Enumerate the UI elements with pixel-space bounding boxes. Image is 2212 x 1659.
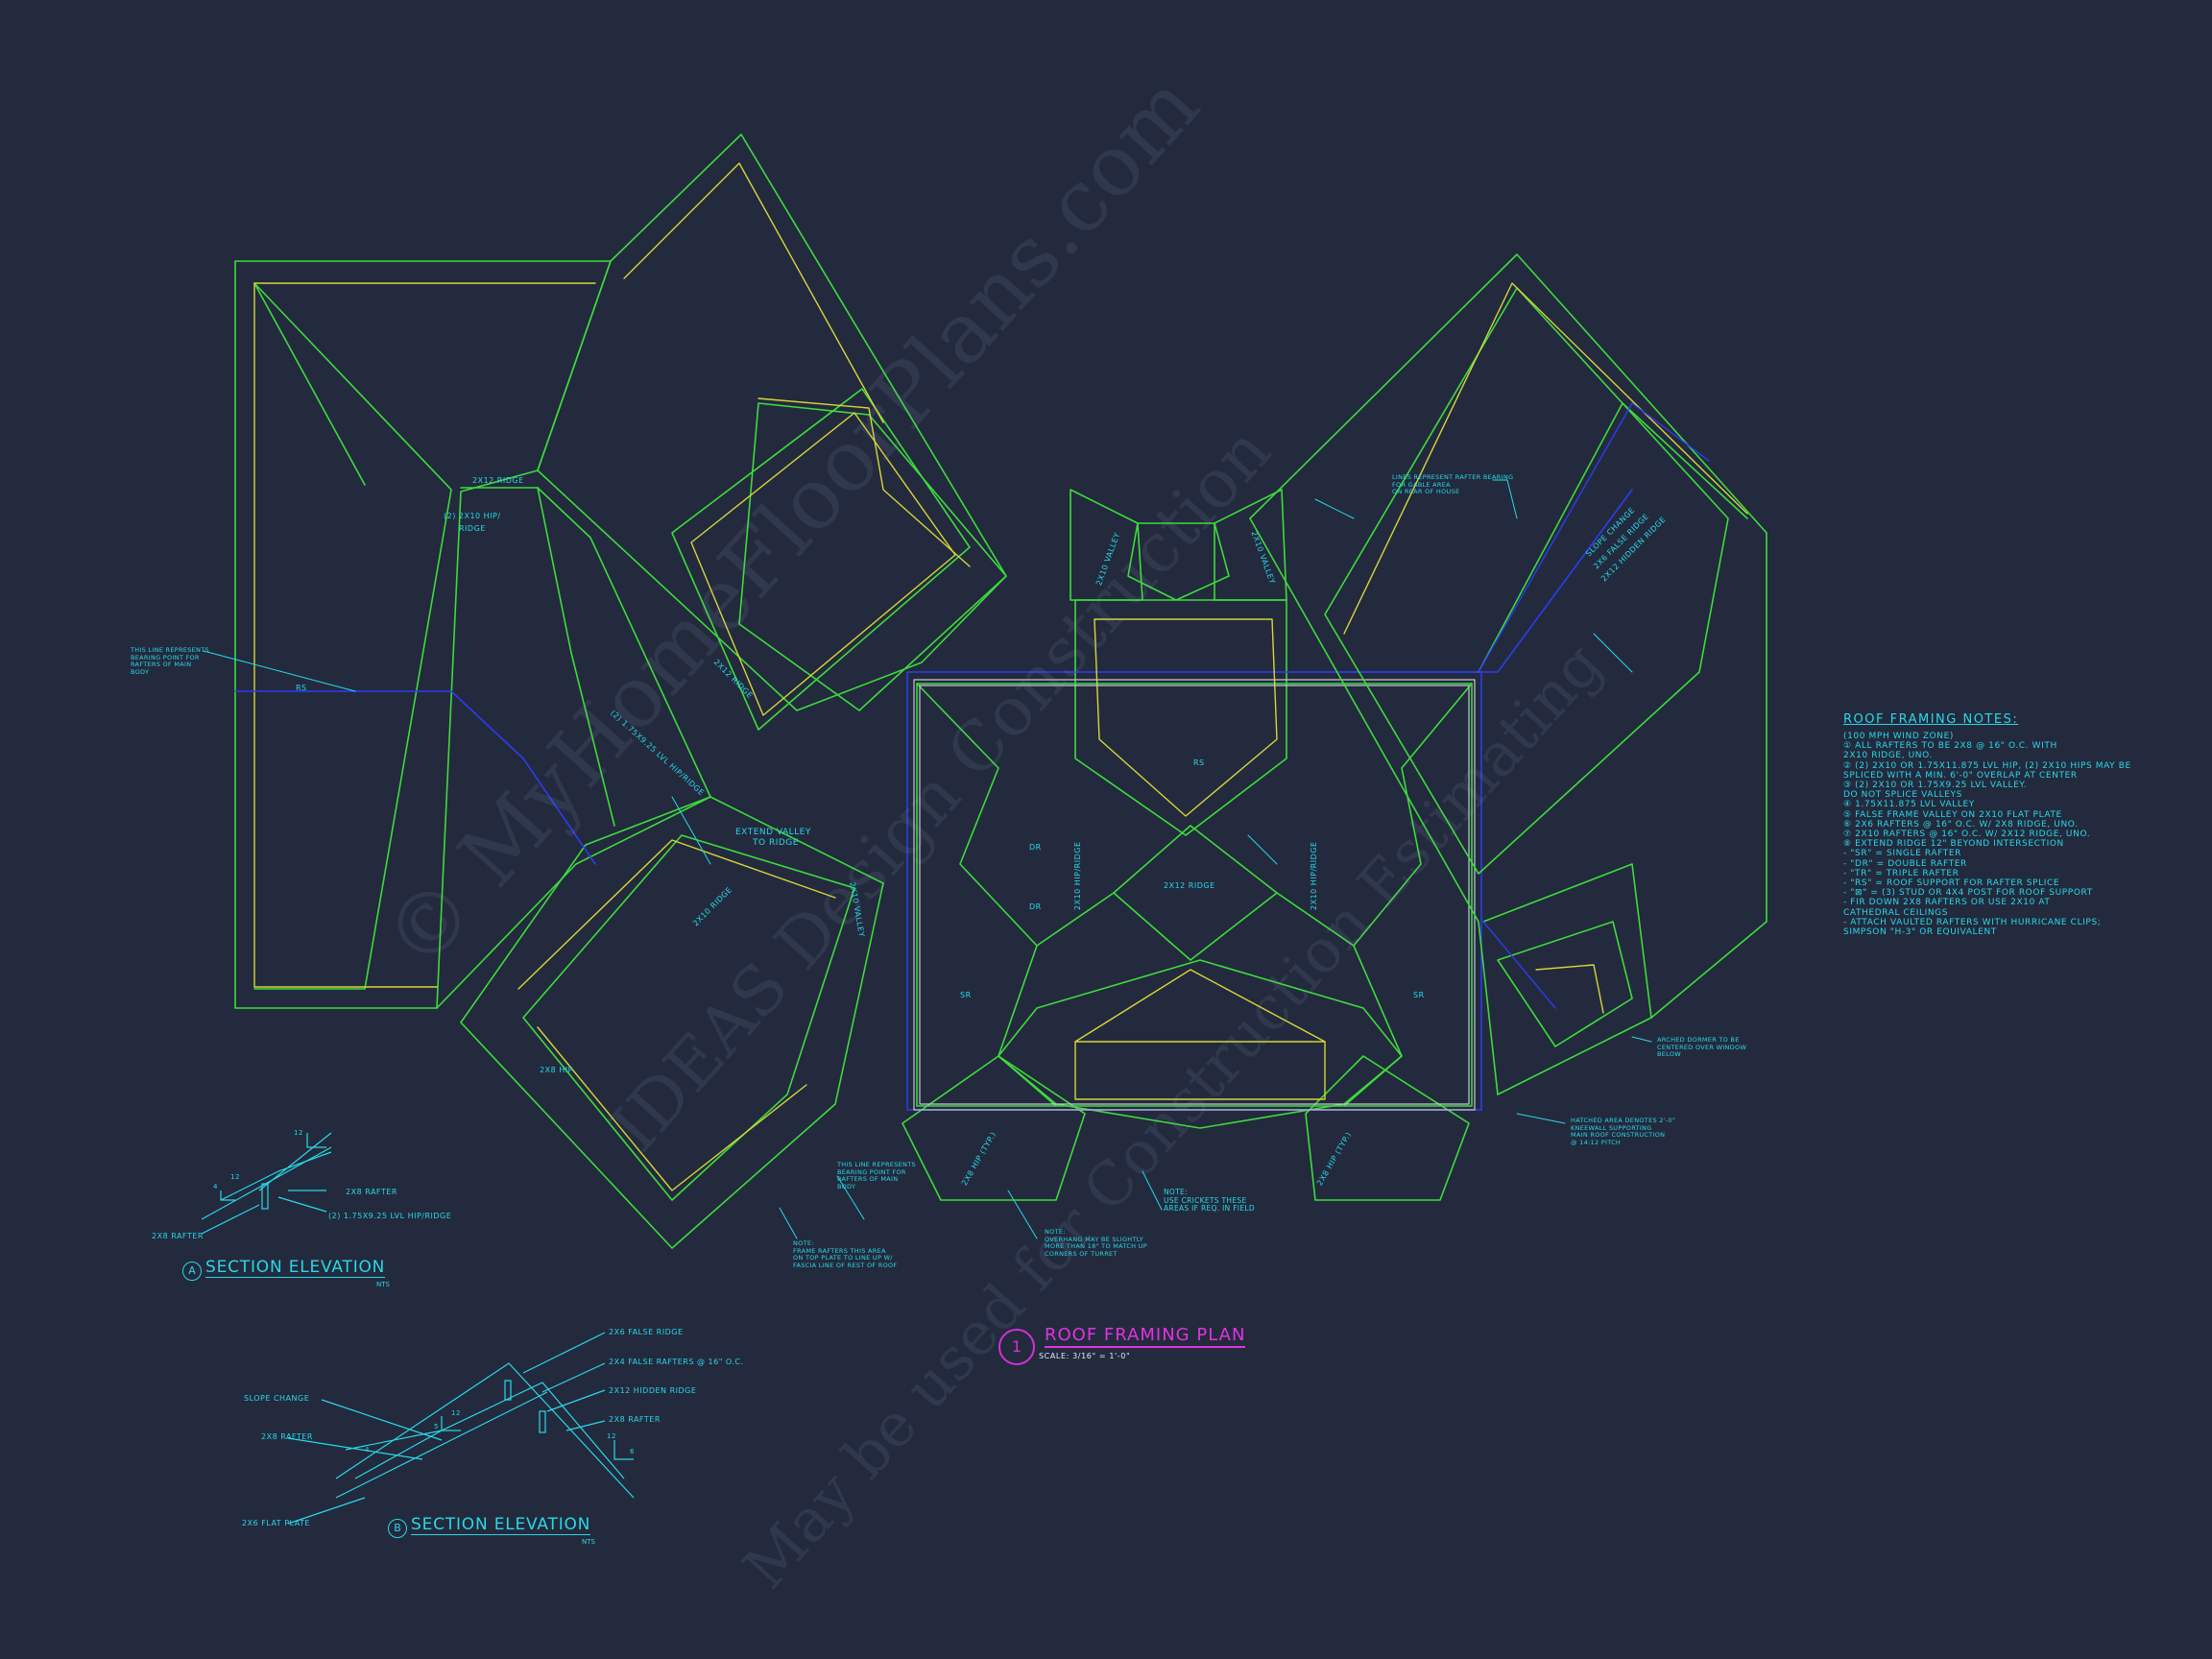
label-dr-2: DR (1029, 902, 1042, 911)
left-wing (234, 260, 711, 1009)
note-arched-dormer: ARCHED DORMER TO BE CENTERED OVER WINDOW… (1657, 1036, 1747, 1058)
section-a-nts: NTS (376, 1281, 390, 1288)
note-overhang: NOTE: OVERHANG MAY BE SLIGHTLY MORE THAN… (1045, 1228, 1147, 1258)
label-ridge: RIDGE (459, 524, 486, 533)
label-sr-right: SR (1413, 991, 1425, 999)
note-item: CATHEDRAL CEILINGS (1843, 907, 1949, 918)
section-b-label-false-rafters: 2x4 FALSE RAFTERS @ 16" O.C. (609, 1358, 744, 1366)
section-b-badge: B (388, 1519, 407, 1538)
section-b-pitch-12-right: 12 (607, 1432, 616, 1440)
section-a-pitch-12-top: 12 (294, 1129, 303, 1137)
note-item: ④ 1.75x11.875 LVL VALLEY (1843, 800, 1975, 810)
label-to-ridge: TO RIDGE (753, 838, 799, 848)
note-item: - "SR" = SINGLE RAFTER (1843, 849, 1961, 859)
section-b-pitch-4: 4 (365, 1446, 370, 1454)
note-hatched-area: HATCHED AREA DENOTES 2'-0" KNEEWALL SUPP… (1571, 1117, 1676, 1146)
section-b-pitch-5: 5 (434, 1423, 439, 1431)
note-gable-bearing: LINES REPRESENT RAFTER BEARING FOR GABLE… (1392, 473, 1514, 495)
note-item: ② (2) 2x10 OR 1.75x11.875 LVL HIP, (2) 2… (1843, 760, 2131, 771)
note-item: ③ (2) 2x10 OR 1.75x9.25 LVL VALLEY. (1843, 781, 2028, 791)
note-item: - "⊠" = (3) STUD OR 4x4 POST FOR ROOF SU… (1843, 888, 2093, 899)
note-frame-rafters: NOTE: FRAME RAFTERS THIS AREA ON TOP PLA… (793, 1239, 898, 1269)
section-a-label-lvl: (2) 1.75x9.25 LVL HIP/RIDGE (328, 1212, 452, 1220)
main-body-inner (1074, 618, 1326, 1100)
note-item: DO NOT SPLICE VALLEYS (1843, 790, 1962, 801)
main-body-wall (913, 679, 1476, 1111)
note-item: SIMPSON "H-3" OR EQUIVALENT (1843, 927, 1997, 938)
label-sr-left: SR (960, 991, 972, 999)
section-b-label-rafter-left: 2x8 RAFTER (261, 1432, 313, 1441)
section-a-title: SECTION ELEVATION (205, 1258, 386, 1278)
note-item: ① ALL RAFTERS TO BE 2x8 @ 16" O.C. WITH (1843, 741, 2057, 752)
label-dr-1: DR (1029, 843, 1042, 852)
label-2x8-hip: 2x8 HIP (540, 1066, 573, 1074)
label-rs-center: RS (1193, 758, 1205, 767)
section-b-title: SECTION ELEVATION (411, 1515, 591, 1535)
left-wing-inner (253, 282, 596, 988)
note-item: - "DR" = DOUBLE RAFTER (1843, 858, 1967, 869)
section-b-pitch-12-top: 12 (451, 1409, 461, 1417)
upper-diagonal-wing-inner (623, 162, 971, 716)
lower-diagonal-wing-inner (517, 839, 836, 1191)
note-bearing-left: THIS LINE REPRESENTS BEARING POINT FOR R… (131, 646, 209, 676)
section-a-badge: A (182, 1262, 202, 1281)
note-item: ⑧ EXTEND RIDGE 12" BEYOND INTERSECTION (1843, 839, 2064, 850)
section-a-pitch-12: 12 (230, 1173, 240, 1181)
note-item: 2x10 RIDGE, UNO. (1843, 751, 1933, 761)
plan-scale: SCALE: 3/16" = 1'-0" (1039, 1352, 1131, 1360)
label-2x10-hip: (2) 2x10 HIP/ (444, 512, 501, 520)
label-extend-valley: EXTEND VALLEY (735, 828, 811, 837)
plan-number-badge: 1 (998, 1329, 1035, 1365)
note-item: - FIR DOWN 2x8 RAFTERS OR USE 2x10 AT (1843, 898, 2051, 908)
note-item: - "RS" = ROOF SUPPORT FOR RAFTER SPLICE (1843, 878, 2060, 889)
note-item: (100 MPH WIND ZONE) (1843, 732, 1955, 741)
section-a-label-rafter-left: 2x8 RAFTER (152, 1232, 204, 1240)
main-body (902, 489, 1473, 1201)
roof-framing-notes-title: ROOF FRAMING NOTES: (1843, 712, 2019, 727)
section-a-label-rafter-right: 2x8 RAFTER (346, 1188, 397, 1196)
note-item: ⑥ 2x6 RAFTERS @ 16" O.C. W/ 2x8 RIDGE, U… (1843, 819, 2079, 830)
section-b-label-rafter-right: 2x8 RAFTER (609, 1415, 661, 1424)
note-item: - "TR" = TRIPLE RAFTER (1843, 868, 1960, 878)
plan-title: ROOF FRAMING PLAN (1045, 1325, 1246, 1348)
upper-diagonal-wing (537, 133, 1007, 731)
note-item: ⑦ 2x10 RAFTERS @ 16" O.C. W/ 2x12 RIDGE,… (1843, 830, 2091, 840)
section-b-label-slope-change: SLOPE CHANGE (244, 1394, 310, 1403)
note-item: SPLICED WITH A MIN. 6'-0" OVERLAP AT CEN… (1843, 770, 2078, 781)
leader-lines (203, 479, 1652, 1239)
right-wing-blue (1478, 402, 1710, 1009)
section-b-pitch-6: 6 (630, 1448, 635, 1455)
section-b-label-hidden-ridge: 2x12 HIDDEN RIDGE (609, 1386, 697, 1395)
section-b-label-false-ridge: 2x6 FALSE RIDGE (609, 1328, 684, 1336)
roof-framing-notes-list: (100 MPH WIND ZONE) ① ALL RAFTERS TO BE … (1843, 732, 2189, 937)
section-b-nts: NTS (582, 1538, 595, 1546)
note-item: ⑤ FALSE FRAME VALLEY ON 2x10 FLAT PLATE (1843, 809, 2062, 820)
note-crickets: NOTE: USE CRICKETS THESE AREAS IF REQ. I… (1164, 1188, 1255, 1213)
label-center-ridge: 2x12 RIDGE (1164, 881, 1215, 890)
note-bearing-bottom: THIS LINE REPRESENTS BEARING POINT FOR R… (837, 1161, 916, 1190)
label-2x12-ridge: 2x12 RIDGE (472, 476, 524, 485)
note-item: - ATTACH VAULTED RAFTERS WITH HURRICANE … (1843, 917, 2102, 927)
label-rs-left: RS (296, 684, 307, 692)
lower-diagonal-wing (460, 796, 884, 1249)
section-a-pitch-4: 4 (213, 1183, 218, 1190)
right-wing (1249, 253, 1767, 1095)
right-wing-inner (1343, 282, 1748, 1014)
section-b-label-flat-plate: 2x6 FLAT PLATE (242, 1519, 310, 1527)
